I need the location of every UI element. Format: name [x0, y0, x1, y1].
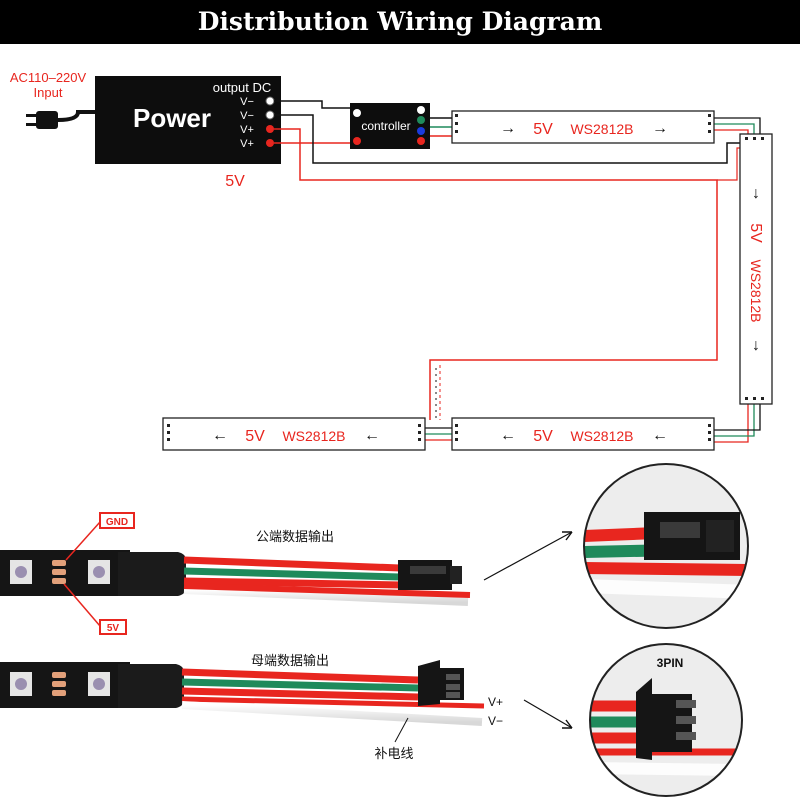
strip-model: WS2812B — [748, 259, 764, 322]
pin-label: 3PIN — [657, 656, 684, 670]
terminal-icon — [266, 125, 274, 133]
ac-input-voltage: AC110–220V — [10, 70, 87, 85]
zoom-circle-female: 3PIN — [589, 643, 743, 797]
terminal-icon — [265, 96, 275, 106]
terminal-icon — [417, 127, 425, 135]
pointer-arrows — [483, 531, 573, 729]
vplus-label: V+ — [488, 695, 503, 709]
arrow-left-icon: ← — [652, 427, 668, 444]
zoom-circle-male — [583, 463, 749, 629]
strip-voltage: 5V — [533, 428, 553, 445]
strip-voltage: 5V — [245, 428, 265, 445]
power-pin-label: V− — [240, 110, 254, 122]
power-label: Power — [133, 103, 211, 133]
arrow-down-icon: ↓ — [752, 185, 760, 202]
led-strip: → 5V WS2812B → — [451, 110, 715, 144]
strip-photo-male: GND 5V 公端数据输出 — [0, 512, 471, 635]
male-output-label: 公端数据输出 — [256, 529, 334, 544]
wiring-diagram: AC110–220V Input Power output DC V− V− V… — [0, 70, 773, 797]
power-pin-label: V+ — [240, 124, 254, 136]
terminal-icon — [417, 106, 425, 114]
arrow-left-icon: ← — [500, 427, 516, 444]
strip-model: WS2812B — [282, 428, 345, 444]
terminal-icon — [353, 137, 361, 145]
aux-power-label: 补电线 — [374, 746, 413, 761]
arrow-left-icon: ← — [212, 427, 228, 444]
led-strip: ← 5V WS2812B ← — [451, 417, 715, 451]
arrow-down-icon: ↓ — [752, 337, 760, 354]
terminal-icon — [417, 137, 425, 145]
gnd-label: GND — [106, 517, 128, 528]
power-pin-label: V− — [240, 96, 254, 108]
female-output-label: 母端数据输出 — [251, 653, 329, 668]
strip-model: WS2812B — [570, 428, 633, 444]
ac-input: AC110–220V Input — [10, 70, 96, 129]
terminal-icon — [266, 139, 274, 147]
page-title: Distribution Wiring Diagram — [0, 0, 800, 44]
controller-label: controller — [361, 119, 410, 133]
arrow-right-icon: → — [652, 120, 668, 137]
arrow-left-icon: ← — [364, 427, 380, 444]
power-supply: Power output DC V− V− V+ V+ 5V — [95, 76, 281, 190]
terminal-icon — [353, 109, 361, 117]
plug-icon — [26, 110, 96, 129]
strip-model: WS2812B — [570, 121, 633, 137]
terminal-icon — [265, 110, 275, 120]
led-strip: ↓ 5V WS2812B ↓ — [739, 133, 773, 405]
power-output-label: output DC — [213, 80, 272, 95]
strip-photo-female: 母端数据输出 V+ V− 补电线 — [0, 653, 503, 761]
power-voltage: 5V — [225, 173, 245, 190]
arrow-right-icon: → — [500, 120, 516, 137]
wiring — [274, 100, 762, 443]
power-pin-label: V+ — [240, 138, 254, 150]
controller: controller — [350, 103, 430, 149]
strip-voltage: 5V — [533, 121, 553, 138]
led-strip: ← 5V WS2812B ← — [162, 417, 426, 451]
vminus-label: V− — [488, 714, 503, 728]
strip-voltage: 5V — [747, 223, 764, 243]
vcc-label: 5V — [107, 623, 120, 634]
terminal-icon — [417, 116, 425, 124]
ac-input-label: Input — [34, 85, 63, 100]
